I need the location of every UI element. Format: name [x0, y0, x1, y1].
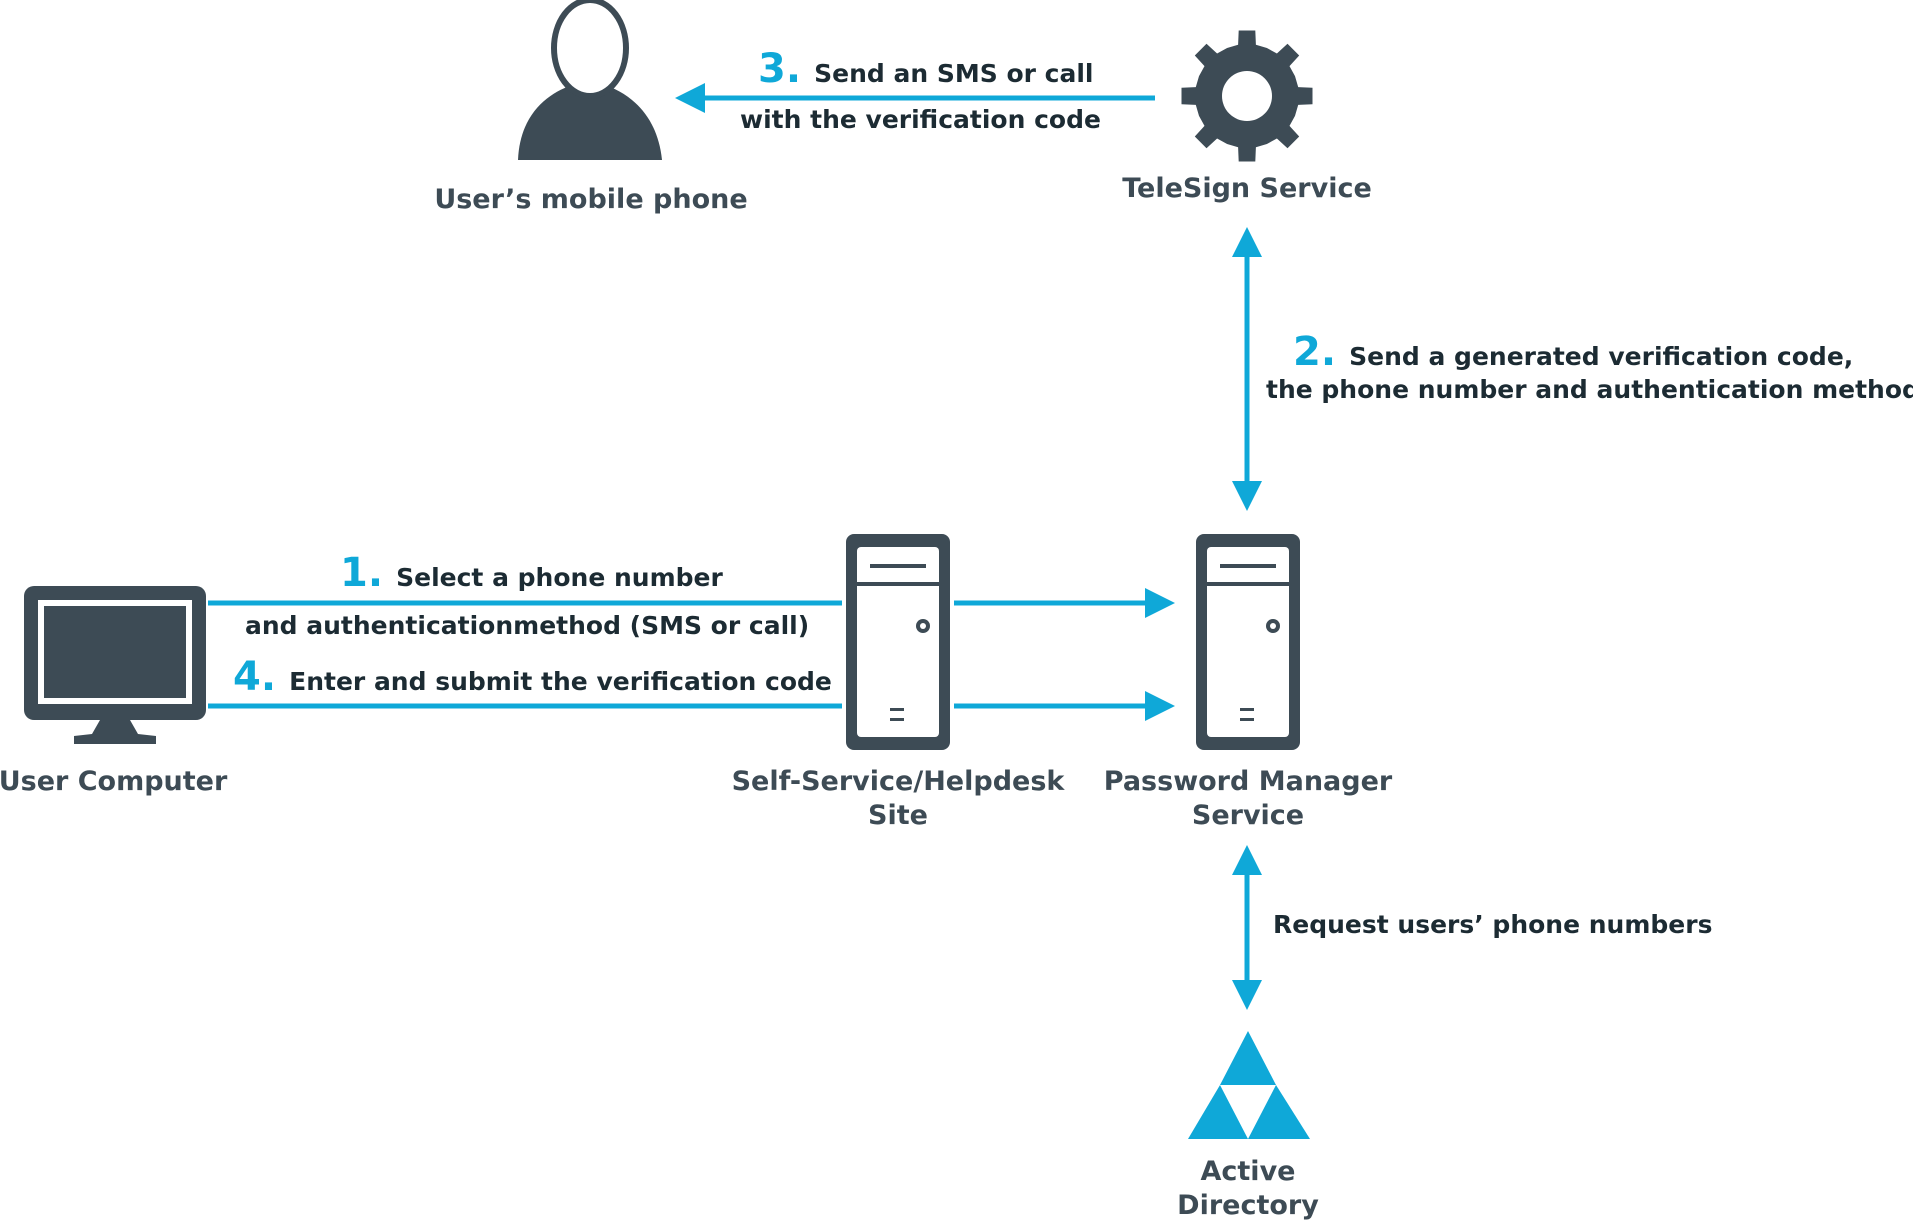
step2-label-line1: 2. Send a generated verification code,	[1293, 329, 1853, 375]
pm-service-label-line1: Password Manager	[1104, 766, 1393, 797]
request-label: Request users’ phone numbers	[1273, 910, 1712, 939]
step2-number: 2.	[1293, 329, 1336, 375]
active-directory-triforce-icon	[1188, 1031, 1310, 1139]
step1-text-line2: and authenticationmethod (SMS or call)	[245, 611, 809, 640]
step3-number: 3.	[758, 46, 801, 92]
gear-icon	[1181, 30, 1313, 162]
step1-label-line1: 1. Select a phone number	[340, 550, 723, 596]
telesign-label: TeleSign Service	[1122, 173, 1372, 204]
selfservice-label-line1: Self-Service/Helpdesk	[732, 766, 1066, 797]
step2-text-line2: the phone number and authentication meth…	[1266, 375, 1913, 404]
step4-number: 4.	[233, 654, 276, 700]
pm-service-label-line2: Service	[1192, 800, 1304, 831]
user-computer-label: User Computer	[0, 766, 228, 797]
gear-hole	[1222, 71, 1272, 121]
step3-text-line1: Send an SMS or call	[814, 59, 1093, 88]
step1-text-line1: Select a phone number	[396, 563, 723, 592]
active-directory-label-line1: Active	[1201, 1156, 1296, 1187]
step4-label: 4. Enter and submit the verification cod…	[233, 654, 832, 700]
step4-text-line1: Enter and submit the verification code	[289, 667, 832, 696]
server-tower-icon	[846, 534, 950, 750]
step2-text-line1: Send a generated verification code,	[1349, 342, 1853, 371]
step1-number: 1.	[340, 550, 383, 596]
user-silhouette-icon	[518, 0, 662, 160]
step3-text-line2: with the verification code	[740, 105, 1101, 134]
step3-label-line1: 3. Send an SMS or call	[758, 46, 1093, 92]
active-directory-label-line2: Directory	[1177, 1190, 1319, 1221]
server-tower-icon	[1196, 534, 1300, 750]
selfservice-label-line2: Site	[868, 800, 928, 831]
monitor-icon	[24, 586, 206, 744]
user-mobile-label: User’s mobile phone	[434, 184, 747, 215]
